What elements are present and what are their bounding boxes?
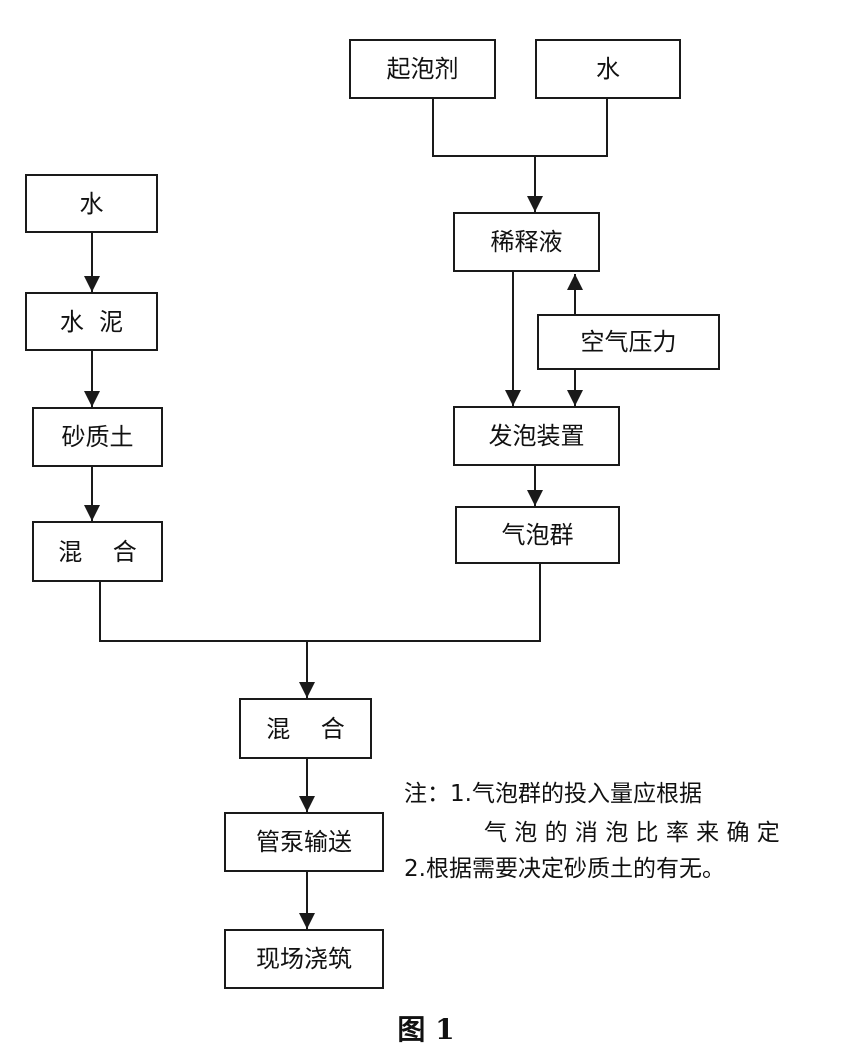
connector-mix-and-bubble-merge [99, 563, 541, 642]
node-pipe-pump: 管泵输送 [224, 812, 384, 872]
node-water-left: 水 [25, 174, 158, 233]
connector-foaming-agent-water-merge [432, 98, 608, 157]
node-cement: 水 泥 [25, 292, 158, 351]
node-water-right: 水 [535, 39, 681, 99]
figure-caption: 图 1 [397, 1013, 455, 1046]
note-line-3: 2.根据需要决定砂质土的有无。 [404, 856, 725, 882]
node-mix-left: 混 合 [32, 521, 163, 582]
note-line-2: 气 泡 的 消 泡 比 率 来 确 定 [484, 820, 780, 846]
node-mix-center: 混 合 [239, 698, 372, 759]
node-sandy-soil: 砂质土 [32, 407, 163, 467]
node-foaming-agent: 起泡剂 [349, 39, 496, 99]
note-line-1: 注：1.气泡群的投入量应根据 [404, 781, 702, 807]
node-bubble-group: 气泡群 [455, 506, 620, 564]
node-foaming-device: 发泡装置 [453, 406, 620, 466]
node-air-pressure: 空气压力 [537, 314, 720, 370]
node-diluent: 稀释液 [453, 212, 600, 272]
node-site-pouring: 现场浇筑 [224, 929, 384, 989]
